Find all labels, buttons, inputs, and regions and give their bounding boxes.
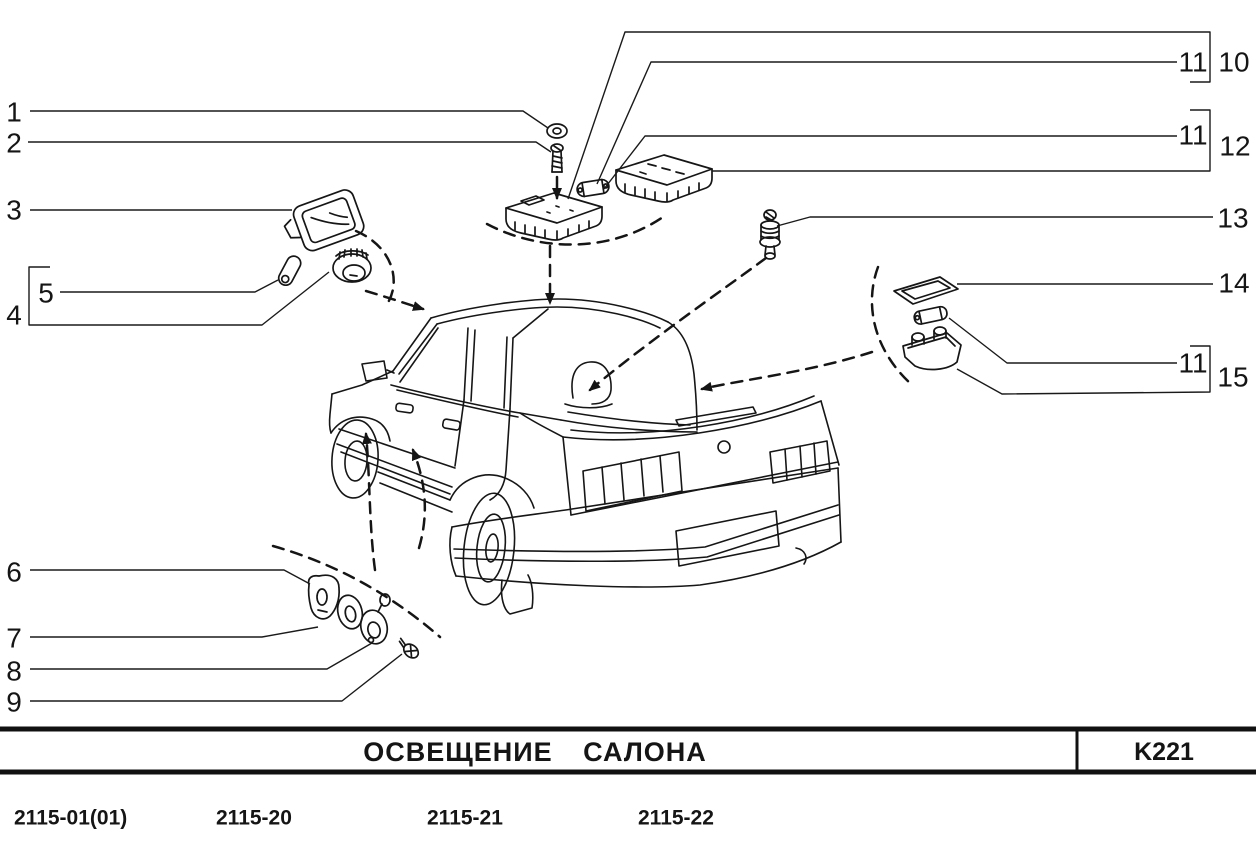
bracket-4 [28, 266, 330, 326]
variant-0: 2115-01(01) [14, 807, 127, 830]
leader-13 [776, 216, 1213, 227]
leader-5 [60, 279, 279, 293]
callout-14: 14 [1218, 268, 1249, 299]
taillight-left [582, 451, 683, 512]
leader-lines [28, 31, 1213, 702]
license-plate-recess [675, 510, 780, 567]
arc-map-light-group [354, 229, 395, 309]
door-handle-front [395, 402, 414, 414]
brand-emblem [717, 440, 731, 454]
rear-bumper [449, 467, 842, 588]
leader-2 [28, 141, 552, 153]
third-brake-light [675, 406, 757, 427]
car-illustration [328, 298, 842, 615]
callout-6: 6 [6, 557, 22, 588]
lamp-body [332, 248, 372, 283]
arc-door-switch-group [271, 544, 442, 639]
switch-gasket [336, 594, 364, 630]
catalog-code: K221 [1134, 738, 1194, 766]
variant-2: 2115-21 [427, 807, 503, 830]
washer [546, 123, 568, 139]
rear-wheel [449, 474, 535, 606]
callout-7: 7 [6, 623, 22, 654]
license-lamp-lens [893, 276, 959, 305]
callout-15: 15 [1217, 362, 1248, 393]
bracket-15 [956, 345, 1211, 395]
callout-12: 12 [1219, 131, 1250, 162]
assembly-arrows [271, 175, 913, 639]
leader-7 [30, 626, 319, 638]
mud-flap [500, 574, 534, 615]
bracket-10 [567, 31, 1211, 200]
mount-screw [398, 637, 420, 659]
door-switch [759, 209, 781, 260]
callout-4: 4 [6, 300, 22, 331]
leader-11c [948, 317, 1177, 364]
dome-lamp-rear [615, 154, 713, 203]
wedge-bulb [277, 255, 302, 287]
callout-11a: 11 [1178, 47, 1207, 78]
title-block: ОСВЕЩЕНИЕ САЛОНА K221 2115-01(01) 2115-2… [0, 726, 1256, 830]
callout-10: 10 [1218, 47, 1249, 78]
bracket-12 [712, 109, 1211, 172]
door-handle-rear [441, 418, 461, 431]
callout-13: 13 [1217, 203, 1248, 234]
door-switch-body [359, 593, 391, 645]
screw [550, 143, 564, 173]
map-light [283, 189, 365, 252]
callout-1: 1 [6, 97, 22, 128]
dome-lamp-front [505, 192, 603, 241]
festoon-bulb-license [913, 305, 948, 325]
callout-2: 2 [6, 128, 22, 159]
side-mirror [361, 360, 388, 382]
callout-11b: 11 [1178, 120, 1207, 151]
leader-8 [30, 642, 373, 670]
sheet-title: ОСВЕЩЕНИЕ САЛОНА [363, 737, 707, 767]
variant-3: 2115-22 [638, 807, 714, 830]
leader-11a [596, 61, 1177, 185]
license-lamp-housing [902, 326, 962, 371]
festoon-bulb-top [576, 178, 610, 198]
taillight-right [769, 440, 831, 484]
leader-11b [603, 135, 1177, 190]
headrest [571, 361, 612, 405]
callout-8: 8 [6, 656, 22, 687]
leader-6 [30, 569, 311, 585]
variant-1: 2115-20 [216, 807, 292, 830]
leader-9 [30, 653, 403, 702]
arc-license-group [870, 265, 913, 386]
callout-11c: 11 [1178, 348, 1207, 379]
switch-cap [307, 574, 340, 620]
leader-1 [30, 110, 549, 129]
callout-3: 3 [6, 195, 22, 226]
callout-9: 9 [6, 687, 22, 718]
callout-5: 5 [38, 278, 54, 309]
arc-dome-lamp-group [485, 215, 665, 246]
